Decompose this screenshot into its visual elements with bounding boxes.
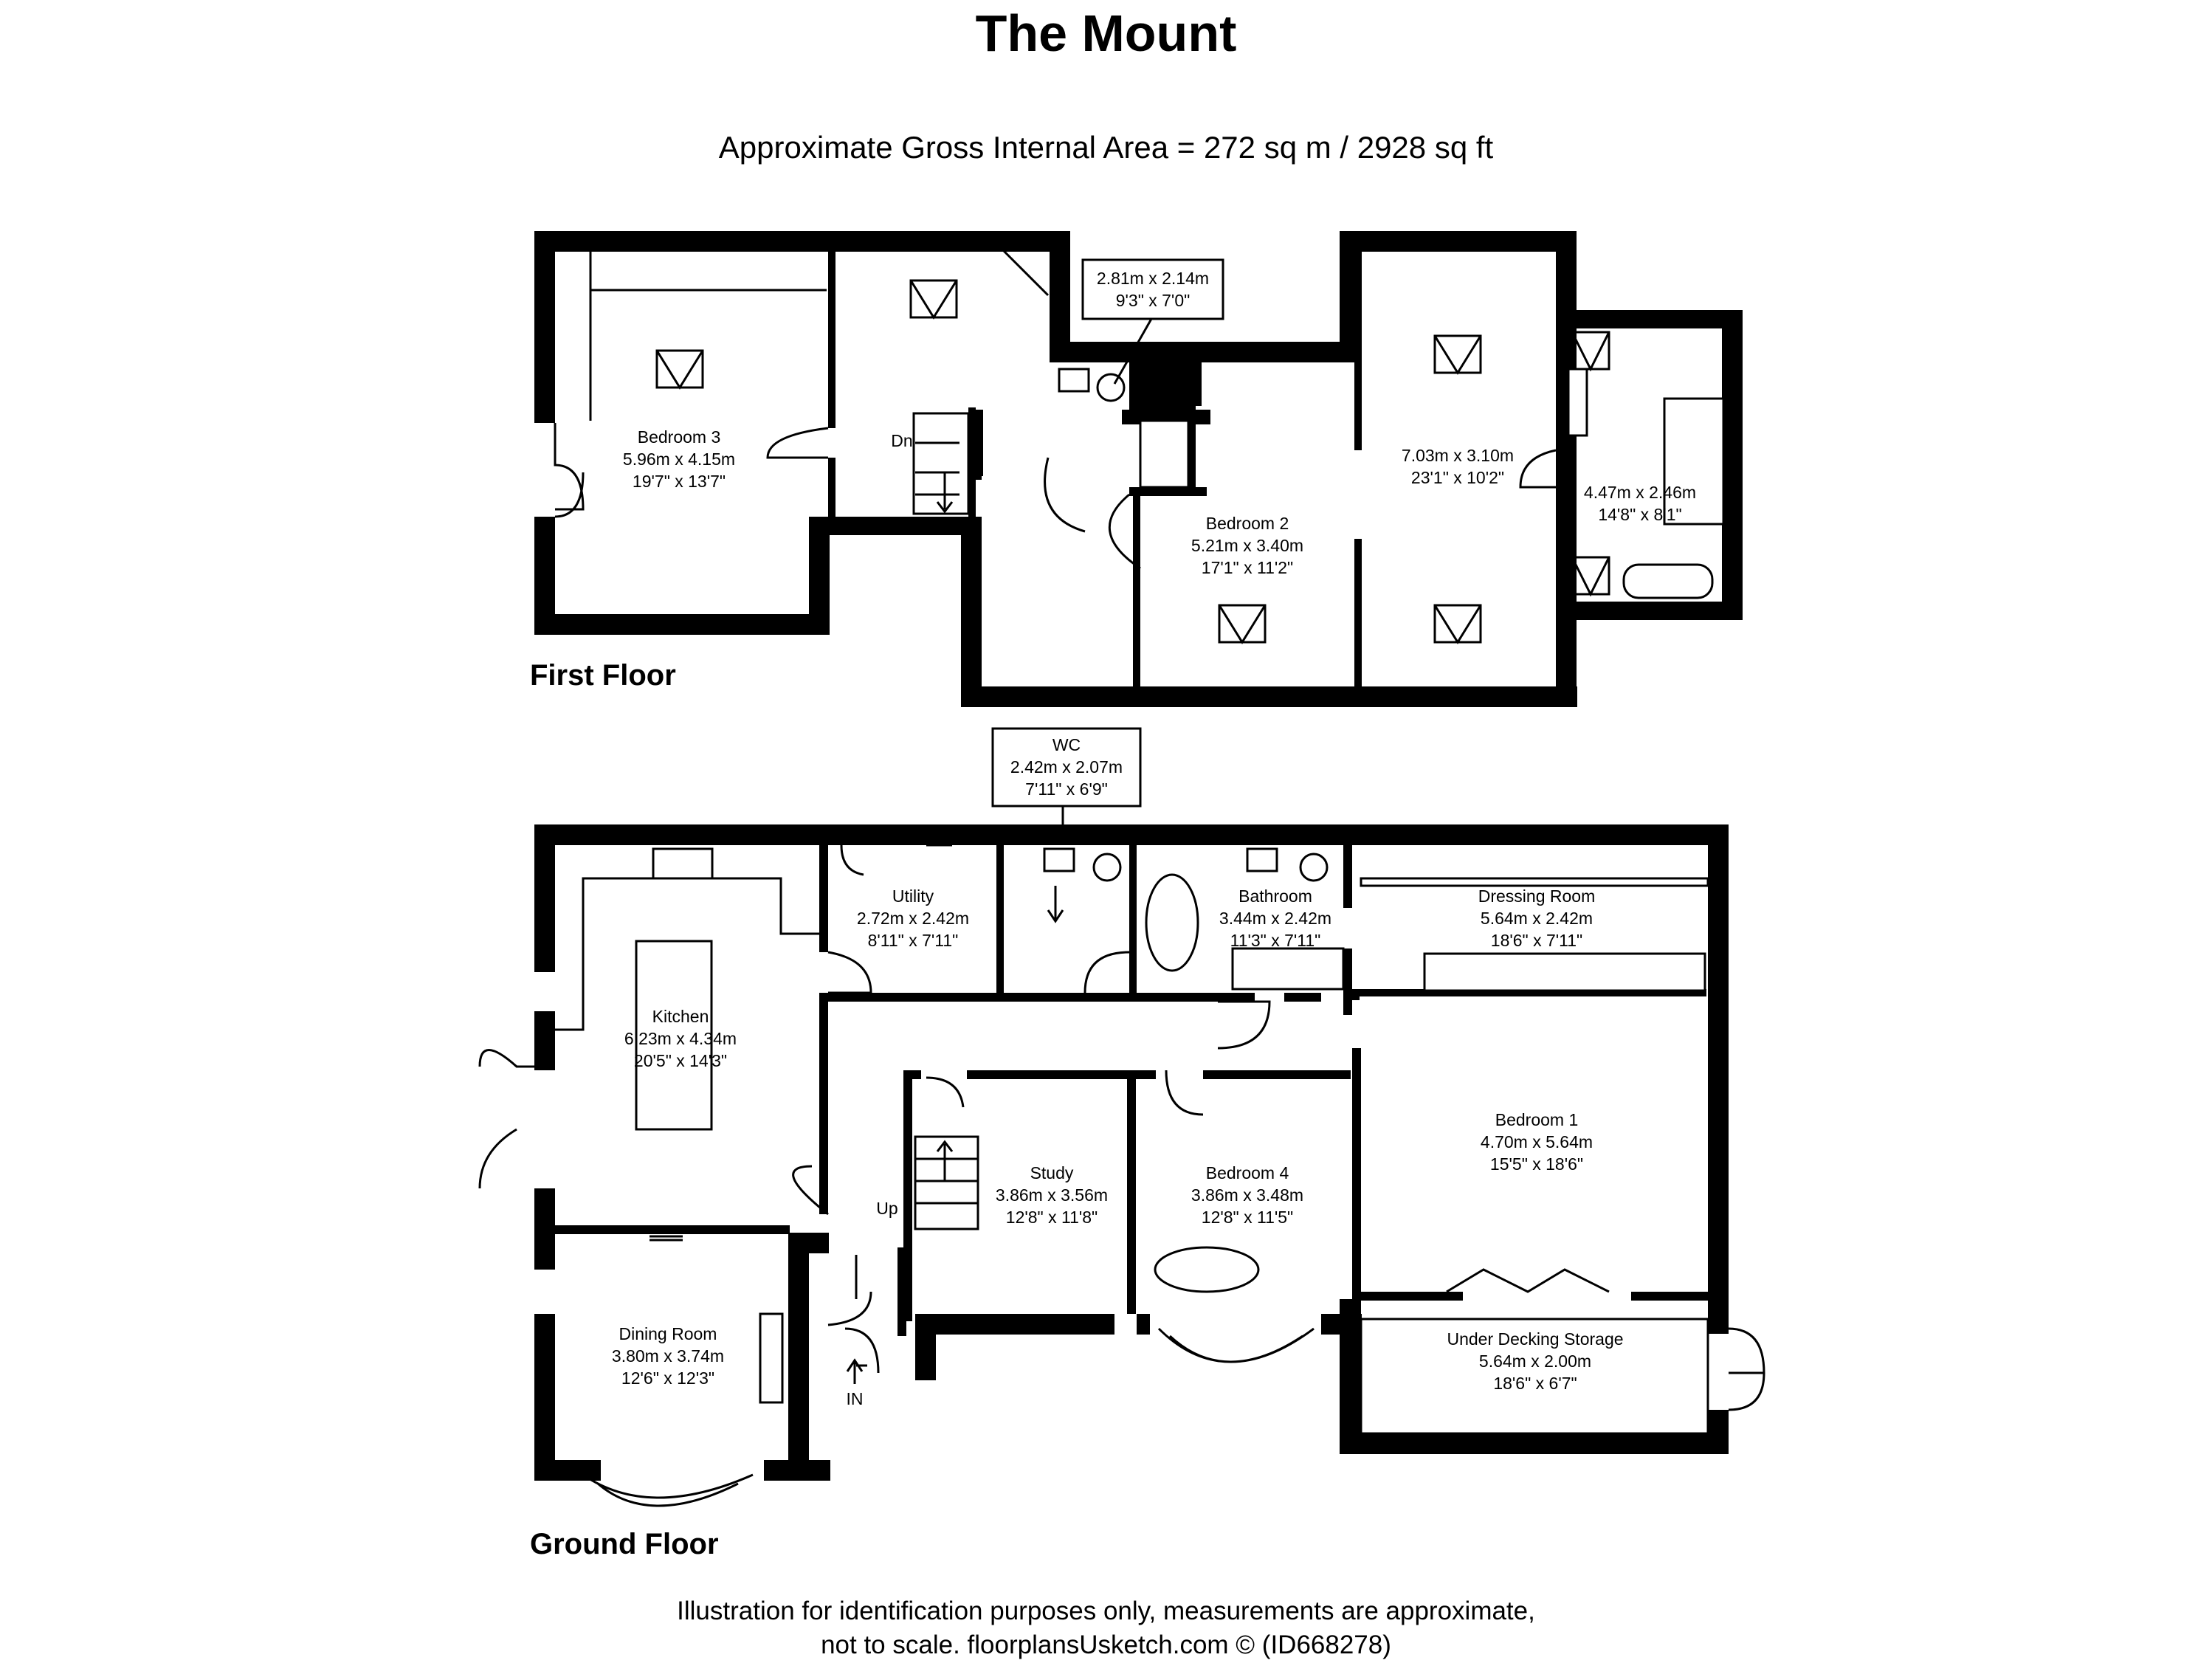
bedroom4-metric: 3.86m x 3.48m (1191, 1185, 1303, 1205)
storage-imperial: 18'6" x 6'7" (1493, 1374, 1577, 1393)
stairs-down-label: Dn (891, 431, 912, 450)
plan-title: The Mount (975, 4, 1237, 62)
ensuite-imperial: 9'3" x 7'0" (1116, 291, 1191, 310)
bathroom-metric: 3.44m x 2.42m (1219, 909, 1331, 928)
study-name: Study (1030, 1163, 1074, 1182)
bedroom1-metric: 4.70m x 5.64m (1481, 1132, 1593, 1151)
kitchen-metric: 6.23m x 4.34m (624, 1029, 737, 1048)
ground-floor-plan (478, 727, 1765, 1507)
bedroom2-metric: 5.21m x 3.40m (1191, 536, 1303, 555)
study-imperial: 12'8" x 11'8" (1006, 1208, 1098, 1227)
wc-name: WC (1052, 735, 1081, 754)
bedroom4-imperial: 12'8" x 11'5" (1202, 1208, 1293, 1227)
bedroom3-name: Bedroom 3 (638, 427, 721, 447)
bedroom2-name: Bedroom 2 (1206, 514, 1289, 533)
disclaimer: Illustration for identification purposes… (0, 1594, 2212, 1662)
storage-metric: 5.64m x 2.00m (1479, 1352, 1591, 1371)
bathroom-imperial: 11'3" x 7'11" (1230, 931, 1321, 950)
storage-name: Under Decking Storage (1447, 1329, 1623, 1349)
dining-metric: 3.80m x 3.74m (612, 1346, 724, 1366)
gross-area: Approximate Gross Internal Area = 272 sq… (718, 130, 1494, 165)
stairs-up-label: Up (876, 1199, 897, 1218)
kitchen-imperial: 20'5" x 14'3" (634, 1051, 727, 1070)
disclaimer-line-2: not to scale. floorplansUsketch.com © (I… (821, 1631, 1391, 1659)
first-floor-label: First Floor (530, 659, 676, 692)
utility-imperial: 8'11" x 7'11" (868, 931, 959, 950)
first-large-room-metric: 7.03m x 3.10m (1402, 446, 1514, 465)
entrance-label: IN (847, 1389, 864, 1408)
kitchen-name: Kitchen (652, 1007, 709, 1026)
wc-imperial: 7'11" x 6'9" (1025, 779, 1108, 799)
dressing-imperial: 18'6" x 7'11" (1491, 931, 1582, 950)
bedroom3-metric: 5.96m x 4.15m (623, 450, 735, 469)
disclaimer-line-1: Illustration for identification purposes… (677, 1597, 1535, 1625)
first-large-room-imperial: 23'1" x 10'2" (1411, 468, 1504, 487)
bathroom-name: Bathroom (1238, 886, 1312, 906)
utility-metric: 2.72m x 2.42m (857, 909, 969, 928)
first-floor-plan (534, 231, 1743, 707)
wc-metric: 2.42m x 2.07m (1010, 757, 1123, 777)
dining-name: Dining Room (619, 1324, 717, 1343)
ensuite-metric: 2.81m x 2.14m (1097, 269, 1209, 288)
dressing-metric: 5.64m x 2.42m (1481, 909, 1593, 928)
bedroom3-imperial: 19'7" x 13'7" (633, 472, 726, 491)
bedroom1-imperial: 15'5" x 18'6" (1490, 1154, 1583, 1174)
study-metric: 3.86m x 3.56m (996, 1185, 1108, 1205)
bedroom2-imperial: 17'1" x 11'2" (1202, 558, 1293, 577)
dressing-name: Dressing Room (1478, 886, 1596, 906)
dining-imperial: 12'6" x 12'3" (621, 1368, 714, 1388)
bedroom1-name: Bedroom 1 (1495, 1110, 1579, 1129)
bedroom4-name: Bedroom 4 (1206, 1163, 1289, 1182)
utility-name: Utility (892, 886, 934, 906)
first-bathroom-imperial: 14'8" x 8'1" (1598, 505, 1681, 524)
first-bathroom-metric: 4.47m x 2.46m (1584, 483, 1696, 502)
ground-floor-label: Ground Floor (530, 1528, 719, 1560)
